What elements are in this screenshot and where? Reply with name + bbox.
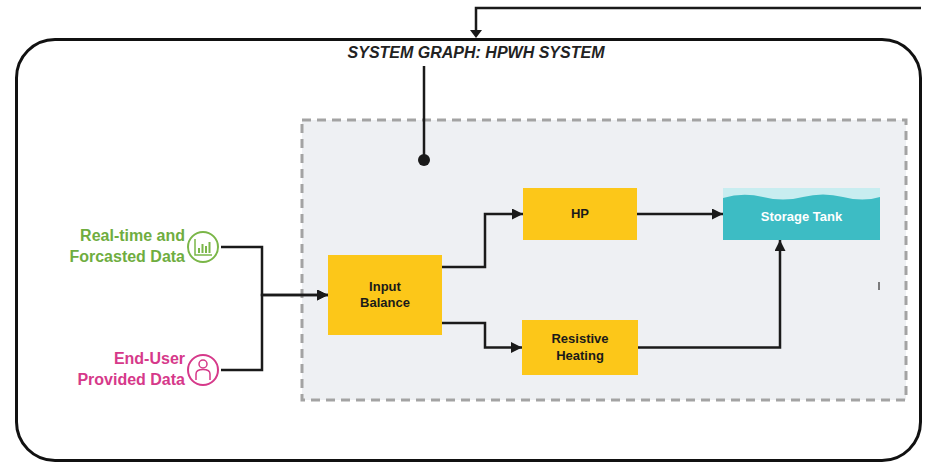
input-label: Real-time and Forcasted Data [55, 226, 185, 268]
box-label: Input Balance [349, 279, 421, 312]
input-source: End-User Provided Data [28, 342, 221, 398]
flow-arrow [637, 213, 723, 216]
storage-tank: Storage Tank [723, 188, 880, 240]
leader-dot [418, 154, 430, 166]
box-label: Storage Tank [761, 209, 842, 224]
flow-arrow [638, 240, 780, 348]
system-frame: Real-time and Forcasted DataEnd-User Pro… [15, 38, 922, 462]
process-box: Resistive Heating [522, 320, 638, 375]
input-label: End-User Provided Data [55, 349, 185, 391]
flow-arrow [442, 214, 523, 267]
feedback-line [476, 8, 921, 31]
process-box: HP [523, 188, 637, 240]
user-icon [188, 355, 218, 385]
diagram-title: SYSTEM GRAPH: HPWH SYSTEM [348, 44, 605, 62]
title-leader [423, 66, 426, 156]
tick-mark [878, 282, 880, 290]
box-label: Resistive Heating [530, 331, 630, 364]
input-source: Real-time and Forcasted Data [28, 219, 221, 275]
flow-arrow [442, 323, 522, 348]
system-boundary [302, 120, 906, 400]
flow-arrow [221, 247, 328, 295]
feedback-arrowhead [470, 30, 482, 38]
box-label: HP [571, 206, 589, 222]
process-box: Input Balance [328, 255, 442, 335]
tank-water [723, 195, 880, 241]
flow-arrow [221, 295, 328, 370]
tank-air [723, 188, 880, 240]
data-icon [188, 232, 218, 262]
